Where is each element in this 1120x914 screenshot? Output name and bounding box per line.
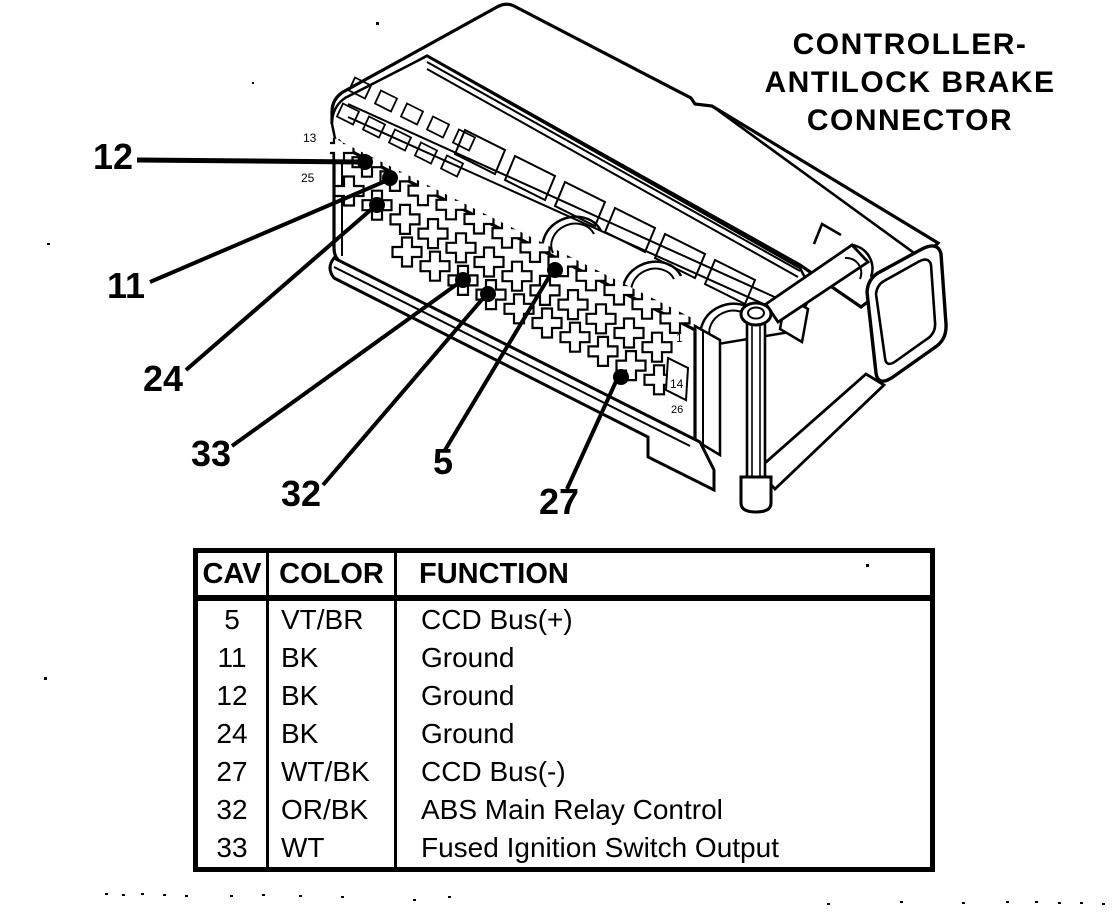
cell-function: Ground <box>394 715 933 753</box>
connector-end-cap <box>693 323 722 458</box>
title-line-1: CONTROLLER- <box>792 28 1028 61</box>
cell-cav: 32 <box>216 794 248 825</box>
connector-mouth <box>865 244 948 383</box>
callout-label-12: 12 <box>92 136 133 177</box>
table-row: 32 OR/BK ABS Main Relay Control <box>196 791 933 829</box>
cell-function: Ground <box>394 677 933 715</box>
cell-color: WT/BK <box>266 753 396 791</box>
title-line-2: ANTILOCK BRAKE <box>764 66 1056 99</box>
table-row: 11 BK Ground <box>196 639 933 677</box>
table-header-row: CAV COLOR FUNCTION <box>195 550 933 601</box>
cell-cav: 5 <box>224 604 240 635</box>
pinout-table: CAV COLOR FUNCTION 5 VT/BR CCD Bus(+) 11… <box>193 548 935 872</box>
cell-cav: 33 <box>216 832 248 863</box>
cell-color: OR/BK <box>266 791 396 829</box>
cell-cav: 11 <box>217 642 247 673</box>
cell-color: BK <box>266 639 396 677</box>
bolt-head <box>739 301 773 327</box>
table-row: 27 WT/BK CCD Bus(-) <box>196 753 933 791</box>
callout-label-32: 32 <box>280 473 321 514</box>
header-cav: CAV <box>195 550 268 601</box>
table-row: 33 WT Fused Ignition Switch Output <box>196 829 933 870</box>
callout-label-33: 33 <box>190 433 231 474</box>
cell-function: Ground <box>394 639 933 677</box>
cell-cav: 24 <box>216 718 248 749</box>
molded-number-left-top: 13 <box>303 131 317 145</box>
latch-lower-brace <box>754 372 887 491</box>
cell-color: WT <box>266 829 396 870</box>
bolt-post <box>739 301 773 514</box>
connector-pin-face: 1 14 26 <box>330 136 697 443</box>
callout-label-27: 27 <box>538 481 579 522</box>
connector-top-deck <box>330 54 815 346</box>
molded-number-left-bottom: 25 <box>301 171 315 185</box>
cell-cav: 12 <box>216 680 248 711</box>
molded-number-right-bottom: 26 <box>671 404 683 416</box>
title-line-3: CONNECTOR <box>806 104 1014 137</box>
table-row: 12 BK Ground <box>196 677 933 715</box>
cell-cav: 27 <box>216 756 248 787</box>
cell-color: VT/BR <box>266 598 396 639</box>
callout-label-5: 5 <box>432 441 453 482</box>
cell-function: ABS Main Relay Control <box>394 791 933 829</box>
bolt-bottom-cap <box>739 475 773 514</box>
callout-label-11: 11 <box>106 265 145 306</box>
cell-function: CCD Bus(-) <box>394 753 933 791</box>
diagram-title: CONTROLLER- ANTILOCK BRAKE CONNECTOR <box>745 26 1075 140</box>
callout-label-24: 24 <box>142 358 183 399</box>
header-color: COLOR <box>266 550 396 601</box>
table-row: 24 BK Ground <box>196 715 933 753</box>
cavity-number-tag <box>664 356 690 402</box>
latch-upper-arm <box>764 222 874 324</box>
cell-function: CCD Bus(+) <box>394 598 933 639</box>
cell-color: BK <box>266 677 396 715</box>
header-function: FUNCTION <box>394 550 933 601</box>
table-row: 5 VT/BR CCD Bus(+) <box>196 598 933 639</box>
cell-function: Fused Ignition Switch Output <box>394 829 933 870</box>
leader-lines <box>136 157 620 490</box>
molded-number-right-top: 1 <box>676 331 683 345</box>
connector-skirt <box>328 256 716 493</box>
cell-color: BK <box>266 715 396 753</box>
molded-number-right-mid: 14 <box>670 377 684 391</box>
pin-dots <box>357 154 629 385</box>
